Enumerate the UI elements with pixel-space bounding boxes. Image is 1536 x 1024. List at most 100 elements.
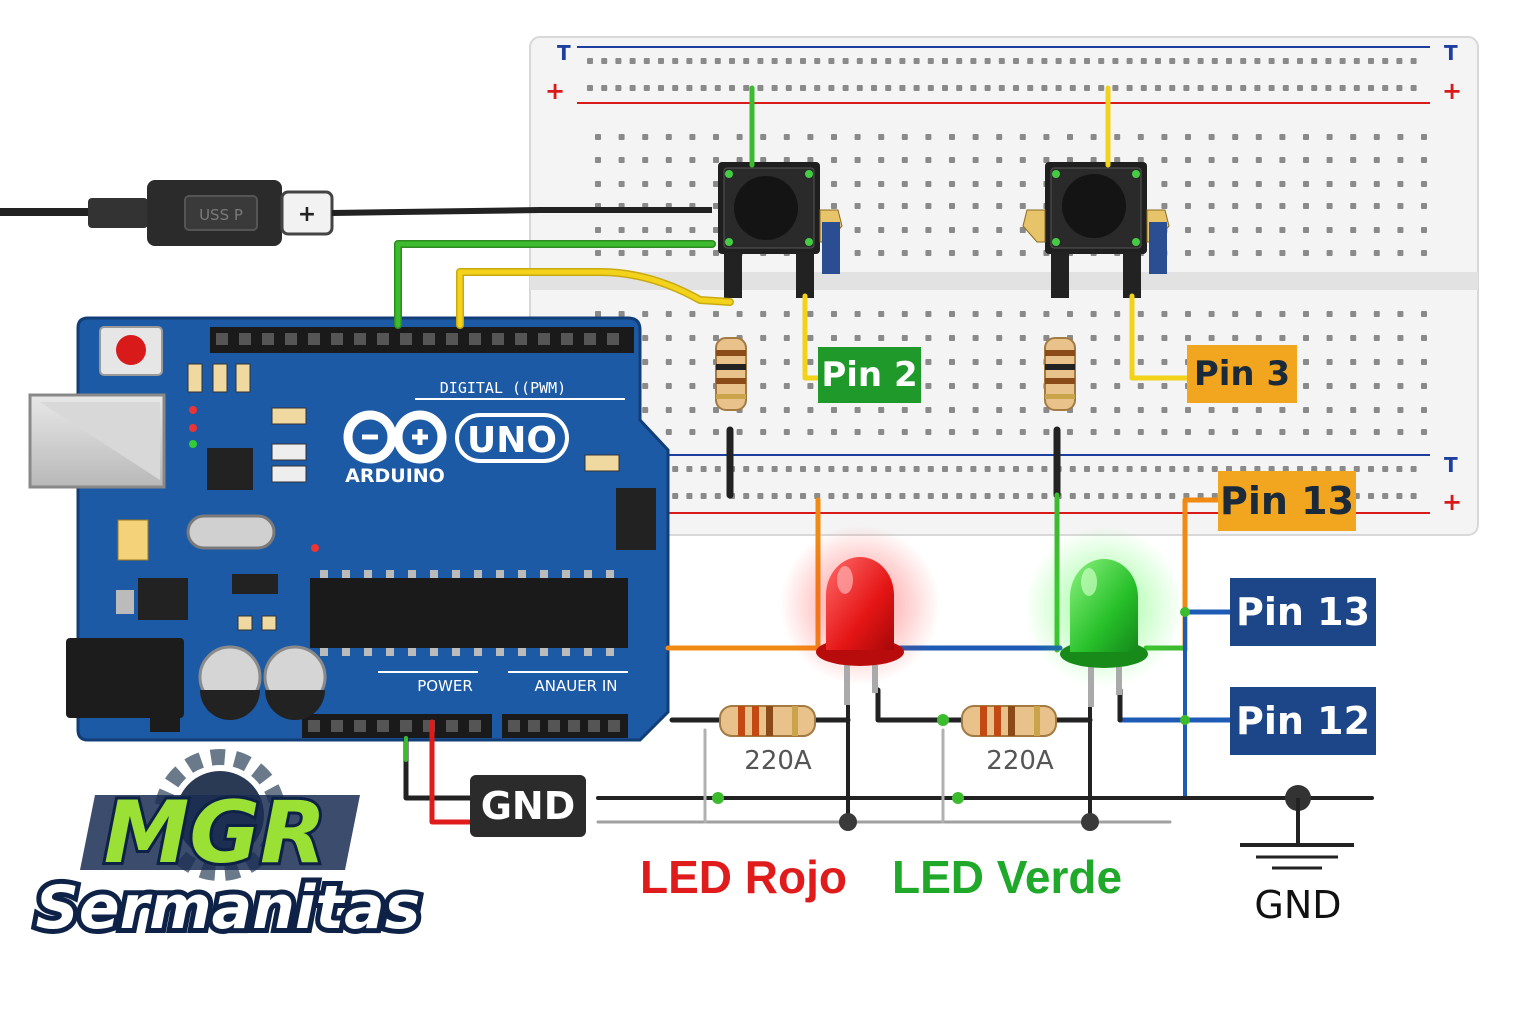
breadboard-hole xyxy=(1421,359,1427,365)
breadboard-hole xyxy=(984,58,991,64)
breadboard-hole xyxy=(713,407,719,413)
breadboard-hole xyxy=(854,134,861,140)
breadboard-hole xyxy=(885,85,892,91)
green-led xyxy=(1024,527,1184,707)
breadboard-hole xyxy=(1279,429,1286,435)
breadboard-hole xyxy=(1114,407,1121,413)
breadboard-hole xyxy=(842,58,849,64)
breadboard-hole xyxy=(1254,58,1261,64)
rail-minus-label-tr: T xyxy=(1444,41,1458,65)
breadboard-hole xyxy=(972,335,979,341)
pin12-side-label: Pin 12 xyxy=(1230,687,1376,755)
header-pin xyxy=(354,333,366,345)
breadboard-hole xyxy=(785,58,792,64)
breadboard-hole xyxy=(1232,335,1239,341)
breadboard-hole xyxy=(1297,466,1303,472)
breadboard-hole xyxy=(1255,157,1262,163)
breadboard-hole xyxy=(1350,203,1357,209)
breadboard-hole xyxy=(842,466,849,472)
breadboard-hole xyxy=(665,407,672,413)
breadboard-hole xyxy=(1197,58,1204,64)
breadboard-hole xyxy=(925,181,932,187)
breadboard-hole xyxy=(1326,181,1333,187)
usb-symbol-icon: + xyxy=(298,202,316,227)
breadboard-hole xyxy=(618,227,625,233)
breadboard-hole xyxy=(1112,466,1119,472)
breadboard-hole xyxy=(1350,250,1357,256)
breadboard-hole xyxy=(1279,311,1286,317)
breadboard-hole xyxy=(1339,85,1346,91)
breadboard-hole xyxy=(878,181,885,187)
breadboard-hole xyxy=(1019,250,1026,256)
breadboard-hole xyxy=(1137,134,1144,140)
breadboard-hole xyxy=(972,203,979,209)
breadboard-hole xyxy=(807,157,814,163)
breadboard-hole xyxy=(970,58,977,64)
breadboard-hole xyxy=(913,493,920,499)
breadboard-hole xyxy=(1350,227,1357,233)
breadboard-hole xyxy=(665,335,672,341)
breadboard-hole xyxy=(972,359,979,365)
breadboard-hole xyxy=(1382,466,1389,472)
usb-plug-text: USS P xyxy=(199,206,243,224)
breadboard-hole xyxy=(1027,493,1034,499)
breadboard-hole xyxy=(1421,181,1427,187)
breadboard-hole xyxy=(689,227,696,233)
breadboard-hole xyxy=(1185,157,1191,163)
gnd-box-label: GND xyxy=(470,775,586,837)
chip-leg xyxy=(518,648,526,656)
header-pin xyxy=(469,333,481,345)
breadboard-hole xyxy=(996,335,1003,341)
breadboard-hole xyxy=(856,466,863,472)
breadboard-hole xyxy=(996,429,1003,435)
breadboard-hole xyxy=(714,85,721,91)
breadboard-hole xyxy=(998,58,1005,64)
breadboard-hole xyxy=(1303,311,1309,317)
resistor-right-value: 220A xyxy=(986,746,1054,776)
breadboard-hole xyxy=(901,203,908,209)
breadboard-hole xyxy=(672,493,679,499)
breadboard-hole xyxy=(595,157,601,163)
breadboard-hole xyxy=(642,311,649,317)
breadboard-hole xyxy=(949,383,955,389)
breadboard-hole xyxy=(713,181,719,187)
breadboard-hole xyxy=(1208,181,1215,187)
chip-leg xyxy=(386,570,394,578)
breadboard-hole xyxy=(1350,407,1357,413)
breadboard-hole xyxy=(1397,429,1404,435)
breadboard-hole xyxy=(658,85,664,91)
breadboard-hole xyxy=(601,85,608,91)
breadboard-hole xyxy=(1069,493,1076,499)
breadboard-hole xyxy=(1019,203,1026,209)
usb-cable: USS P + xyxy=(0,180,712,246)
breadboard-hole xyxy=(1303,227,1309,233)
breadboard-hole xyxy=(1254,466,1261,472)
breadboard-hole xyxy=(595,311,601,317)
breadboard-hole xyxy=(1084,493,1090,499)
breadboard-hole xyxy=(1232,429,1239,435)
breadboard-hole xyxy=(949,157,955,163)
header-pin xyxy=(216,333,228,345)
breadboard-hole xyxy=(1421,383,1427,389)
breadboard-hole xyxy=(642,227,649,233)
header-pin xyxy=(446,333,458,345)
breadboard-hole xyxy=(1382,85,1389,91)
breadboard-hole xyxy=(996,359,1003,365)
breadboard-hole xyxy=(1208,157,1215,163)
breadboard-hole xyxy=(672,85,679,91)
breadboard-hole xyxy=(729,58,735,64)
breadboard-hole xyxy=(1027,85,1034,91)
breadboard-hole xyxy=(899,466,906,472)
breadboard-hole xyxy=(760,335,767,341)
breadboard-hole xyxy=(1084,58,1090,64)
breadboard-hole xyxy=(783,157,790,163)
breadboard-hole xyxy=(1325,58,1332,64)
chip-leg xyxy=(430,648,438,656)
breadboard-hole xyxy=(689,181,696,187)
breadboard-hole xyxy=(1397,407,1404,413)
breadboard-hole xyxy=(736,134,743,140)
header-pin xyxy=(608,720,620,732)
breadboard-hole xyxy=(1013,58,1019,64)
breadboard-hole xyxy=(925,250,932,256)
breadboard-hole xyxy=(1112,58,1119,64)
